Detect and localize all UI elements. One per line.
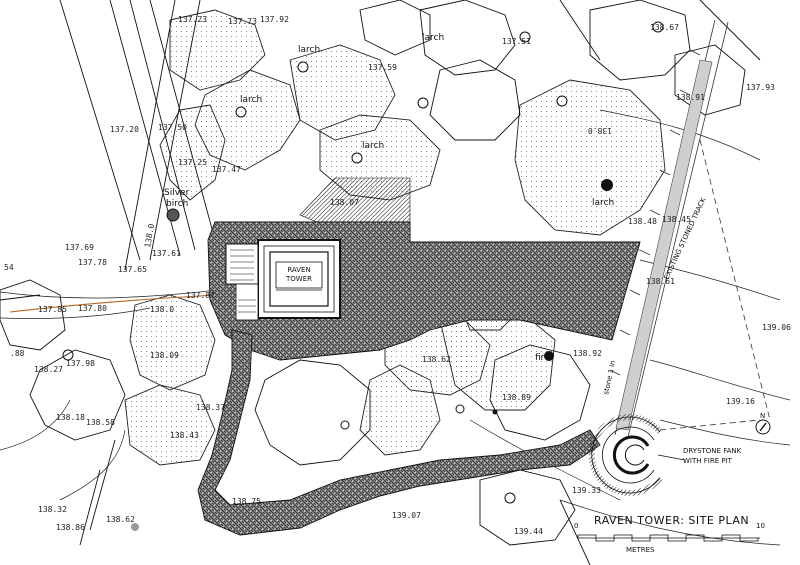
scale-start: 0 [574, 522, 578, 530]
spot-height: 137.98 [66, 359, 95, 368]
tree-label: larch [422, 33, 444, 43]
spot-height: 139.06 [762, 323, 791, 332]
spot-height: 138.48 [628, 217, 657, 226]
tree-label: Silver [164, 188, 190, 198]
spot-height: 138.58 [86, 418, 115, 427]
tree-label: larch [240, 95, 262, 105]
spot-height: 137.61 [152, 249, 181, 258]
spot-height: 138.62 [106, 515, 135, 524]
building-label-line2: TOWER [285, 275, 312, 283]
tree-label: larch [298, 45, 320, 55]
spot-height: 137.92 [260, 15, 289, 24]
spot-height: 138.27 [34, 365, 63, 374]
spot-height: 137.69 [65, 243, 94, 252]
tree-label: birch [166, 199, 188, 209]
spot-height: 138.45 [662, 215, 691, 224]
scale-bar [577, 534, 760, 542]
spot-height: 138.91 [676, 93, 705, 102]
spot-height: 138.09 [150, 351, 179, 360]
spot-height: 137.47 [212, 165, 241, 174]
spot-height: 138.61 [646, 277, 675, 286]
spot-height: 54 [4, 263, 14, 272]
track-strip [615, 59, 713, 431]
spot-height: 138.75 [232, 497, 261, 506]
gravel-path [197, 329, 601, 536]
spot-heights: 137.23 137.73 137.92 137.51 137.59 137.2… [4, 15, 791, 536]
spot-height: 137.50 [158, 123, 187, 132]
spot-height: 137.87 [186, 291, 215, 300]
north-arrow: N [755, 412, 771, 435]
spot-height: 139.07 [392, 511, 421, 520]
spot-height: 138.32 [38, 505, 67, 514]
drystone-fank [588, 414, 686, 496]
spot-height: 138.37 [196, 403, 225, 412]
spot-height: 137.85 [38, 305, 67, 314]
tree-label: larch [362, 141, 384, 151]
tree-outlines [0, 0, 746, 546]
raven-tower-building: RAVEN TOWER [225, 239, 341, 321]
tree-label: larch [592, 198, 614, 208]
spot-height: 138.86 [56, 523, 85, 532]
spot-height: 138.92 [573, 349, 602, 358]
spot-height: 138.43 [170, 431, 199, 440]
spot-height: 138.18 [56, 413, 85, 422]
spot-height: 139.16 [726, 397, 755, 406]
tree-trunks [62, 21, 664, 531]
spot-height: 137.73 [228, 17, 257, 26]
tree-label: fir [535, 353, 545, 363]
spot-height: 137.80 [78, 304, 107, 313]
spot-height: 138.62 [422, 355, 451, 364]
spot-height: 138.67 [650, 23, 679, 32]
spot-height: 137.23 [178, 15, 207, 24]
north-label: N [760, 412, 765, 420]
building-label-line1: RAVEN [287, 266, 310, 274]
spot-height: 137.51 [502, 37, 531, 46]
spot-height: 137.25 [178, 158, 207, 167]
spot-height: 137.20 [110, 125, 139, 134]
stone-label: stone 1 in [602, 360, 617, 396]
spot-height: 138.07 [330, 198, 359, 207]
spot-height: .88 [10, 349, 25, 358]
contour-label: 138.0 [143, 223, 156, 248]
plan-title: RAVEN TOWER: SITE PLAN [594, 514, 749, 527]
spot-height: 138.89 [502, 393, 531, 402]
fank-label-line2: WITH FIRE PIT [683, 457, 733, 465]
spot-height: 137.59 [368, 63, 397, 72]
spot-height: 137.93 [746, 83, 775, 92]
contour-label: 138.0 [588, 126, 612, 135]
spot-height: 137.78 [78, 258, 107, 267]
spot-height: 137.65 [118, 265, 147, 274]
scale-unit: METRES [626, 546, 655, 554]
fank-label-line1: DRYSTONE FANK [683, 447, 742, 455]
spot-height: 139.33 [572, 486, 601, 495]
spot-height: 139.44 [514, 527, 543, 536]
scale-end: 10 [756, 522, 765, 530]
contour-label: 138.0 [150, 305, 174, 314]
